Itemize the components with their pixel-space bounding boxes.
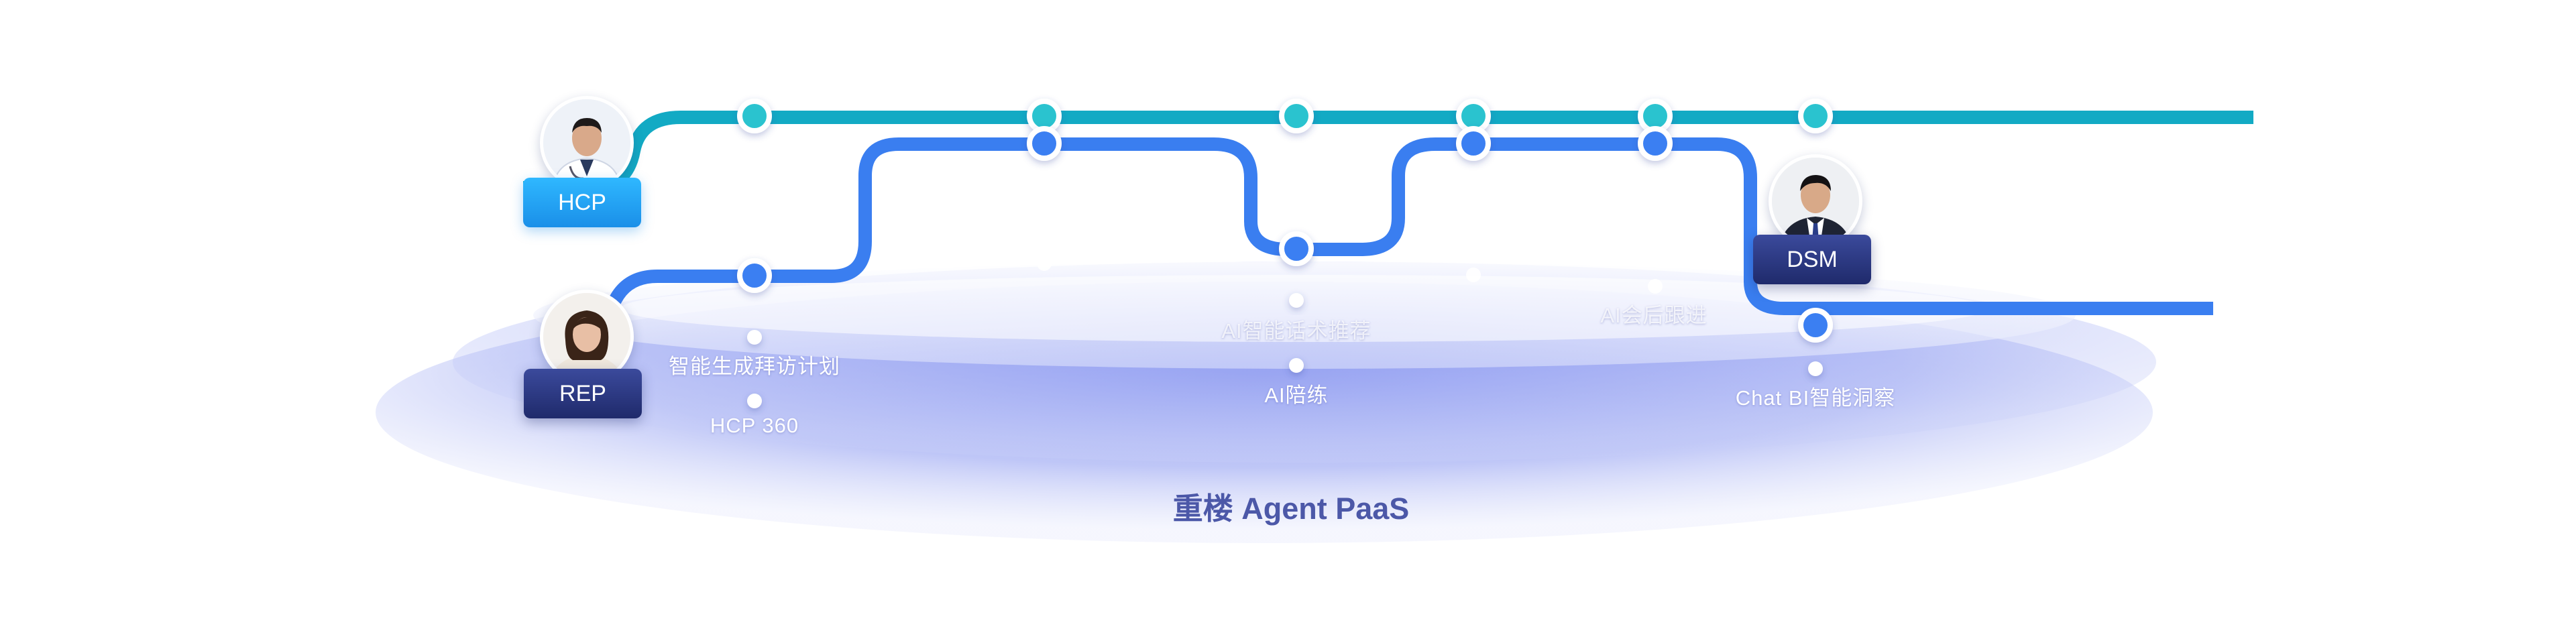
rep-node [1456, 126, 1491, 161]
feature-label-script-recommendation: AI智能话术推荐 [1221, 319, 1371, 343]
doctor-avatar-icon [543, 99, 630, 186]
feature-dot [747, 330, 762, 345]
hcp-avatar [540, 96, 634, 190]
dsm-avatar [1769, 154, 1862, 248]
manager-avatar-icon [1772, 158, 1859, 245]
female-rep-avatar-icon [543, 293, 630, 380]
rep-node [737, 258, 772, 293]
feature-label-visit-plan: 智能生成拜访计划 [669, 355, 840, 378]
rep-node [1638, 126, 1673, 161]
hcp-node [1279, 99, 1314, 133]
feature-dot [1037, 192, 1052, 207]
feature-label-hcp360: HCP 360 [710, 414, 799, 437]
feature-dots [747, 192, 1823, 408]
rep-nodes [737, 126, 1833, 343]
feature-dot [1466, 202, 1481, 217]
rep-node [1798, 308, 1833, 343]
dsm-badge: DSM [1753, 235, 1871, 284]
feature-dot [1289, 293, 1304, 308]
feature-dot [1466, 268, 1481, 282]
hcp-badge: HCP [523, 178, 641, 227]
feature-dot [1037, 256, 1052, 271]
rep-journey-line [0, 137, 2576, 408]
feature-dot [1648, 214, 1663, 229]
feature-dot [747, 394, 762, 408]
rep-node [1279, 231, 1314, 266]
platform-title: 重楼 Agent PaaS [1172, 491, 1410, 526]
agent-paas-platform [376, 261, 2156, 543]
feature-dot [1808, 361, 1823, 376]
feature-label-chatbi: Chat BI智能洞察 [1735, 386, 1896, 410]
feature-label-followup: AI会后跟进 [1600, 304, 1707, 327]
rep-badge: REP [524, 369, 642, 418]
hcp-node [737, 99, 772, 133]
feature-dot [1289, 358, 1304, 373]
rep-node [1027, 126, 1062, 161]
feature-label-ai-practice: AI陪练 [1264, 384, 1329, 407]
rep-avatar [540, 290, 634, 384]
feature-dot [1648, 279, 1663, 294]
hcp-node [1798, 99, 1833, 133]
